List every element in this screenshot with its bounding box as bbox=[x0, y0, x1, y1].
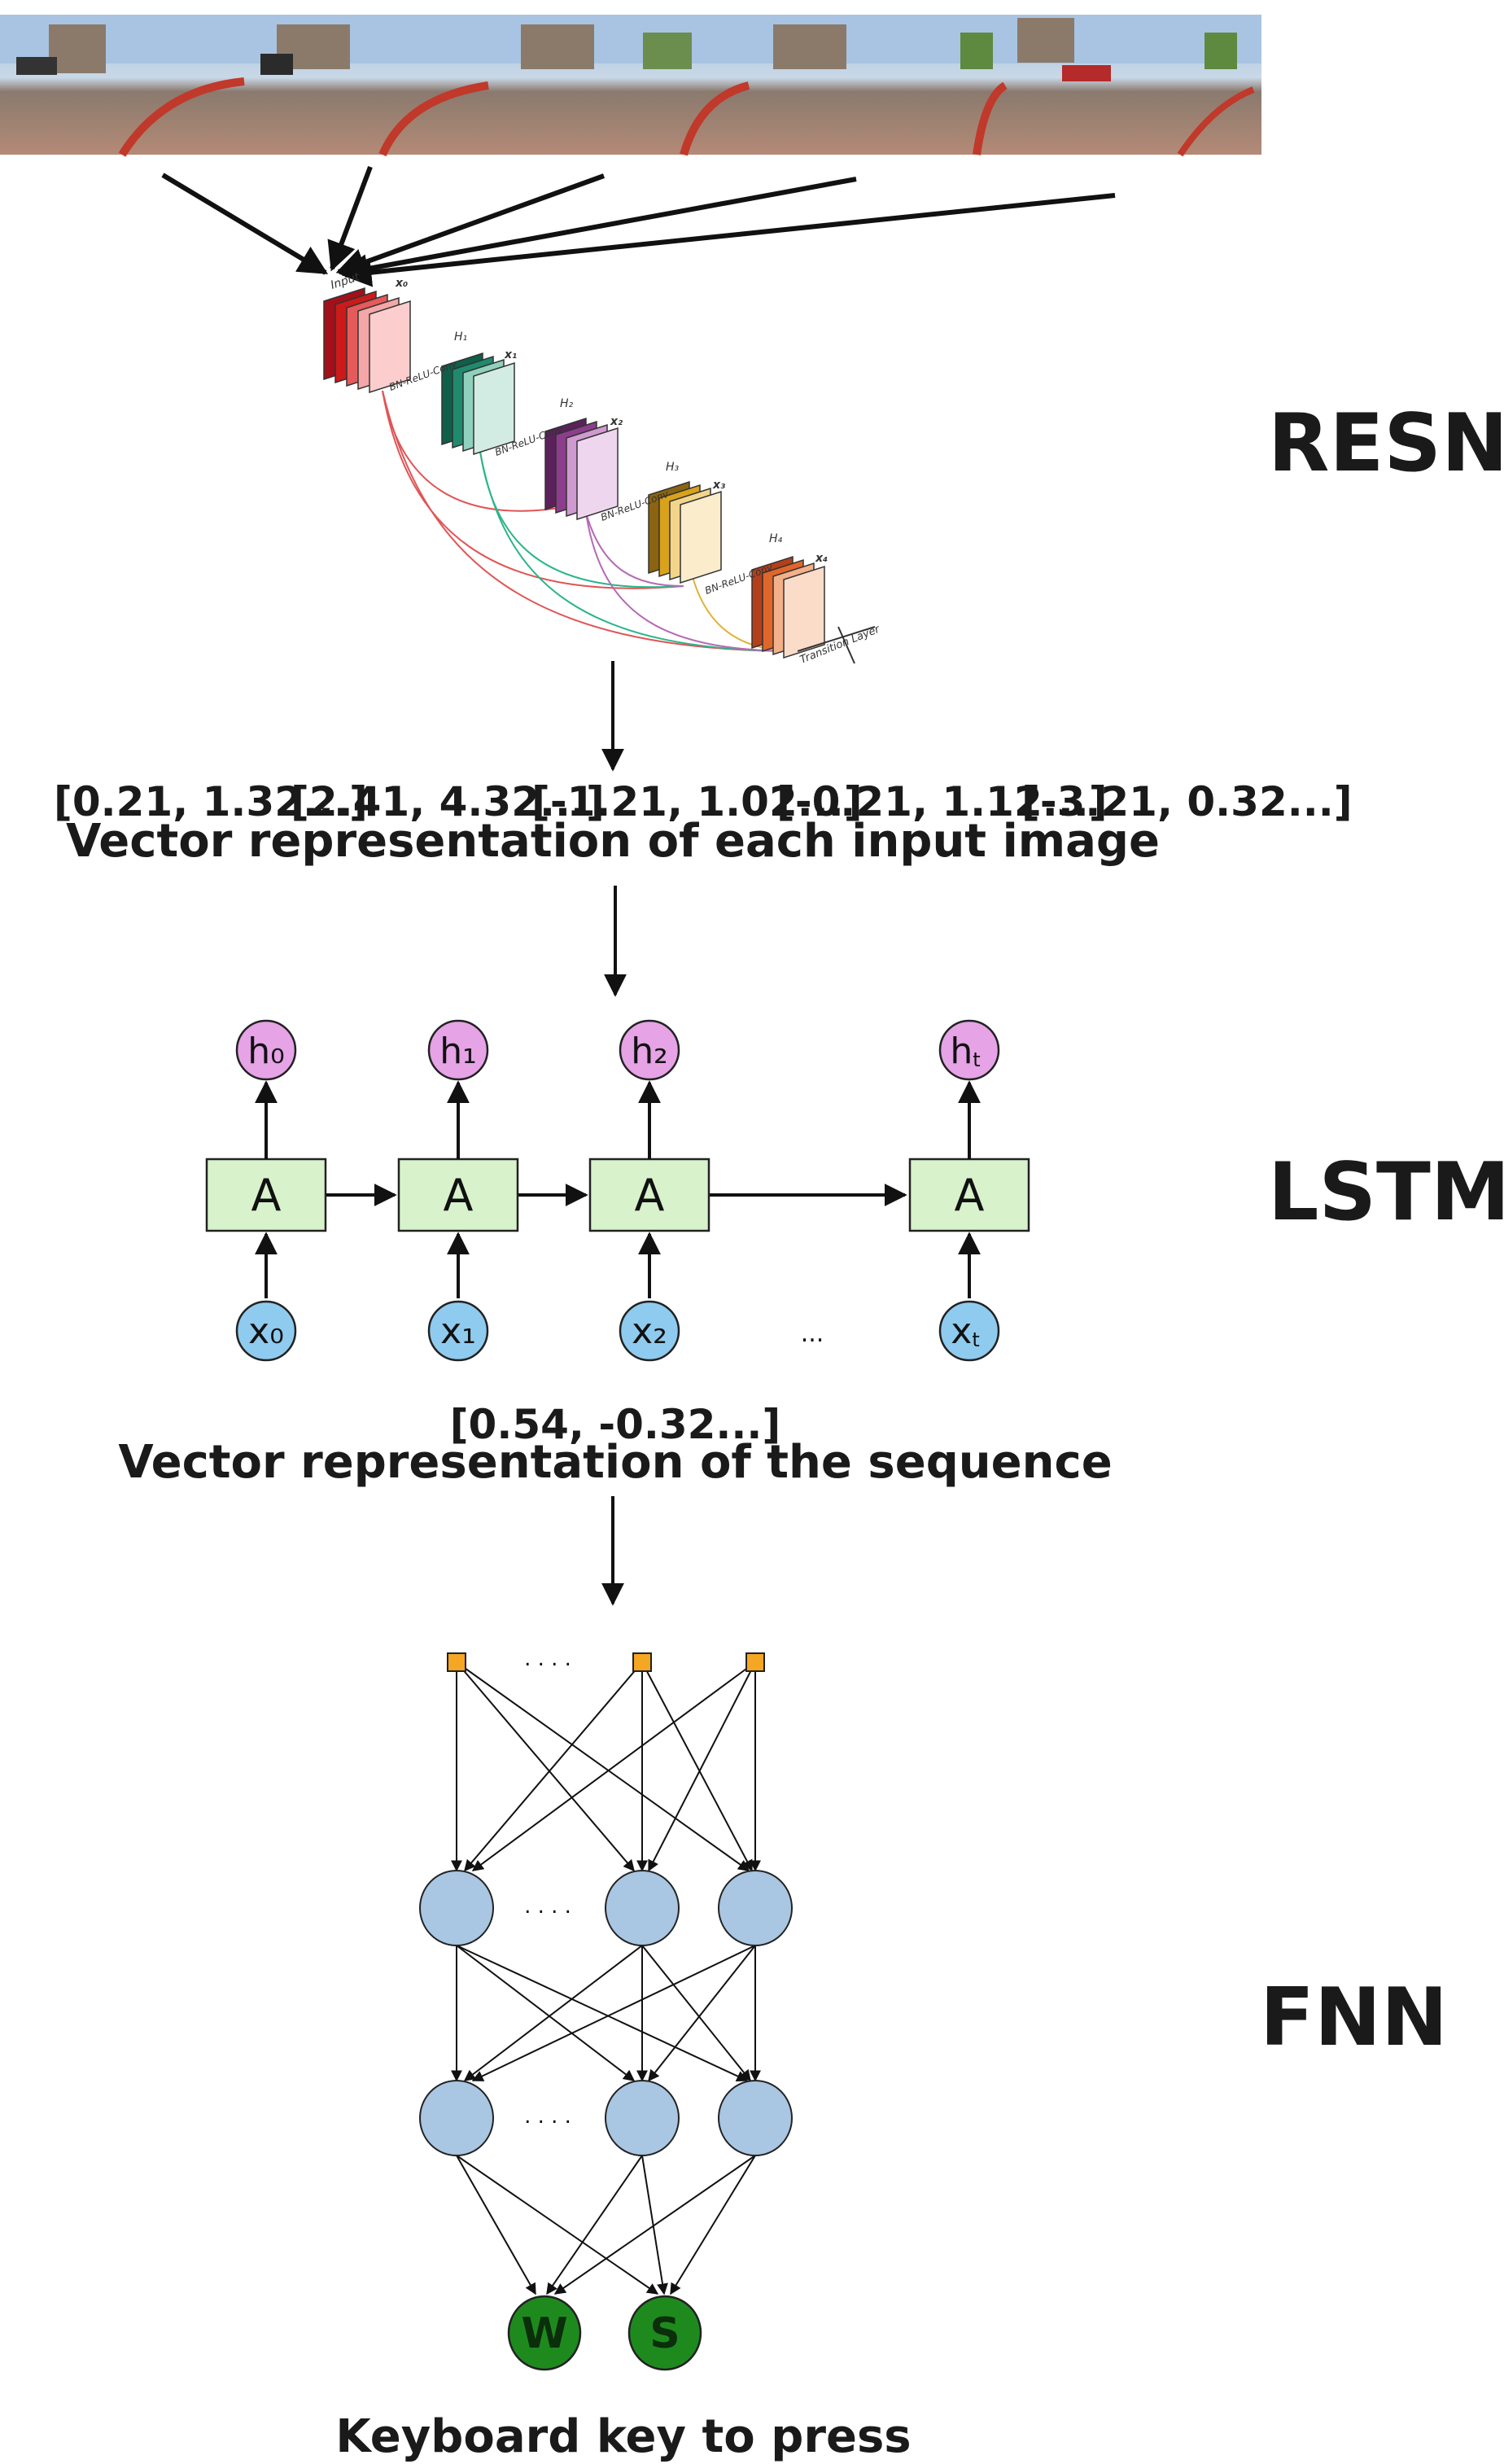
image-vector-4: [-0.21, 1.12...] bbox=[776, 778, 1108, 825]
image-vector-3: [-1.21, 1.02...] bbox=[531, 778, 863, 825]
sequence-vector: [0.54, -0.32...] bbox=[450, 1401, 781, 1448]
fnn-input-node bbox=[745, 1652, 765, 1672]
fnn-hidden1-dots: . . . . bbox=[524, 1894, 571, 1919]
fnn-hidden-node bbox=[718, 1870, 793, 1946]
h4-label: H₄ bbox=[769, 532, 783, 545]
lstm-cell-label: A bbox=[635, 1170, 665, 1221]
x2-label: x₂ bbox=[610, 415, 623, 428]
fnn-input-layer: . . . . bbox=[447, 1647, 765, 1672]
output-key-s-node bbox=[627, 2295, 702, 2371]
fnn-hidden2-dots: . . . . bbox=[524, 2104, 571, 2129]
output-key-w-label: W bbox=[521, 2309, 567, 2358]
stage-label-fnn: FNN bbox=[1260, 1972, 1448, 2064]
x0-label: x₀ bbox=[395, 277, 408, 290]
lstm-input-label: x₀ bbox=[248, 1311, 284, 1352]
fnn-input-dots: . . . . bbox=[524, 1647, 571, 1671]
fnn-hidden-node bbox=[605, 1870, 680, 1946]
lstm-input-label: x₁ bbox=[440, 1311, 476, 1352]
input-label: Input bbox=[329, 270, 361, 292]
lstm-cell-box bbox=[588, 1158, 710, 1232]
dense-block-2: H₂ BN-ReLU-Conv x₂ bbox=[493, 397, 623, 521]
lstm-input-label: x₂ bbox=[632, 1311, 667, 1352]
lstm-input-node bbox=[427, 1300, 489, 1362]
fnn-input-node bbox=[632, 1652, 652, 1672]
x4-label: x₄ bbox=[815, 552, 828, 565]
input-feature-map-stack: Input x₀ bbox=[323, 270, 411, 394]
lstm-cell-label: A bbox=[251, 1170, 282, 1221]
input-frame bbox=[1009, 15, 1261, 157]
lstm-input-node bbox=[619, 1300, 680, 1362]
lstm-cell-1: A h₁ x₁ bbox=[397, 1019, 519, 1362]
fnn-edges-hidden1-hidden2 bbox=[451, 1945, 761, 2082]
lstm-input-node bbox=[938, 1300, 1000, 1362]
fnn-output-layer: W S bbox=[507, 2295, 702, 2371]
h3-label: H₃ bbox=[666, 461, 680, 474]
lstm-cell-box bbox=[908, 1158, 1030, 1232]
lstm-hidden-label: ht bbox=[950, 1031, 980, 1072]
input-frames-strip bbox=[0, 15, 1261, 157]
image-vector-5: [-3.21, 0.32...] bbox=[1021, 778, 1353, 825]
lstm-hidden-label: h₀ bbox=[247, 1031, 285, 1072]
resnet-figure: Input x₀ H₁ BN-ReLU-Conv x₁ H₂ BN-ReLU-C… bbox=[323, 270, 883, 667]
input-frame bbox=[252, 15, 505, 157]
input-frame bbox=[505, 15, 757, 156]
fnn-edges-input-hidden1 bbox=[451, 1661, 761, 1872]
lstm-input-label: xt bbox=[951, 1311, 979, 1352]
x1-label: x₁ bbox=[504, 348, 517, 361]
fnn-hidden-node bbox=[718, 2080, 793, 2156]
image-vector-1: [0.21, 1.32...] bbox=[54, 778, 368, 825]
image-vectors-row: [0.21, 1.32...] [2.41, 4.32...] [-1.21, … bbox=[54, 778, 1353, 825]
lstm-cell-box bbox=[205, 1158, 327, 1232]
lstm-cell-label: A bbox=[444, 1170, 474, 1221]
input-frame bbox=[757, 15, 1009, 155]
lstm-hidden-label: h₁ bbox=[439, 1031, 477, 1072]
lstm-hidden-node bbox=[619, 1019, 680, 1081]
lstm-cell-box bbox=[397, 1158, 519, 1232]
dense-block-4: H₄ BN-ReLU-Conv x₄ bbox=[703, 532, 828, 659]
fnn-hidden-node bbox=[605, 2080, 680, 2156]
sequence-vector-caption: Vector representation of the sequence bbox=[118, 1436, 1112, 1489]
lstm-hidden-node bbox=[938, 1019, 1000, 1081]
lstm-hidden-node bbox=[235, 1019, 297, 1081]
lstm-chain: A h₀ x₀ A h₁ x₁ A h₂ x bbox=[205, 1019, 1030, 1362]
fnn-network: . . . . . . . . . . . . W S bbox=[419, 1647, 793, 2371]
lstm-cell-t: A ht xt bbox=[908, 1019, 1030, 1362]
fnn-hidden-node bbox=[419, 2080, 494, 2156]
h2-label: H₂ bbox=[560, 397, 574, 410]
lstm-cell-0: A h₀ x₀ bbox=[205, 1019, 327, 1362]
fnn-input-node bbox=[447, 1652, 466, 1672]
image-vector-2: [2.41, 4.32...] bbox=[291, 778, 605, 825]
x3-label: x₃ bbox=[712, 479, 725, 492]
image-vectors-caption: Vector representation of each input imag… bbox=[66, 815, 1160, 868]
fnn-hidden-layer-1: . . . . bbox=[419, 1870, 793, 1946]
lstm-hidden-label: h₂ bbox=[631, 1031, 668, 1072]
lstm-cell-label: A bbox=[955, 1170, 985, 1221]
lstm-input-node bbox=[235, 1300, 297, 1362]
output-key-s-label: S bbox=[649, 2309, 680, 2358]
stage-label-lstm: LSTM bbox=[1268, 1146, 1504, 1239]
lstm-cell-2: A h₂ x₂ bbox=[588, 1019, 710, 1362]
fnn-hidden-node bbox=[419, 1870, 494, 1946]
stage-label-resnet: RESNET bbox=[1268, 397, 1504, 490]
h1-label: H₁ bbox=[454, 330, 467, 344]
frame-to-input-arrows bbox=[161, 165, 1116, 287]
lstm-hidden-node bbox=[427, 1019, 489, 1081]
lstm-ellipsis: ... bbox=[801, 1320, 824, 1348]
fnn-hidden-layer-2: . . . . bbox=[419, 2080, 793, 2156]
output-key-w-node bbox=[507, 2295, 582, 2371]
output-caption: Keyboard key to press bbox=[335, 2410, 911, 2463]
input-frame bbox=[0, 15, 252, 157]
fnn-edges-hidden2-output bbox=[456, 2155, 756, 2296]
